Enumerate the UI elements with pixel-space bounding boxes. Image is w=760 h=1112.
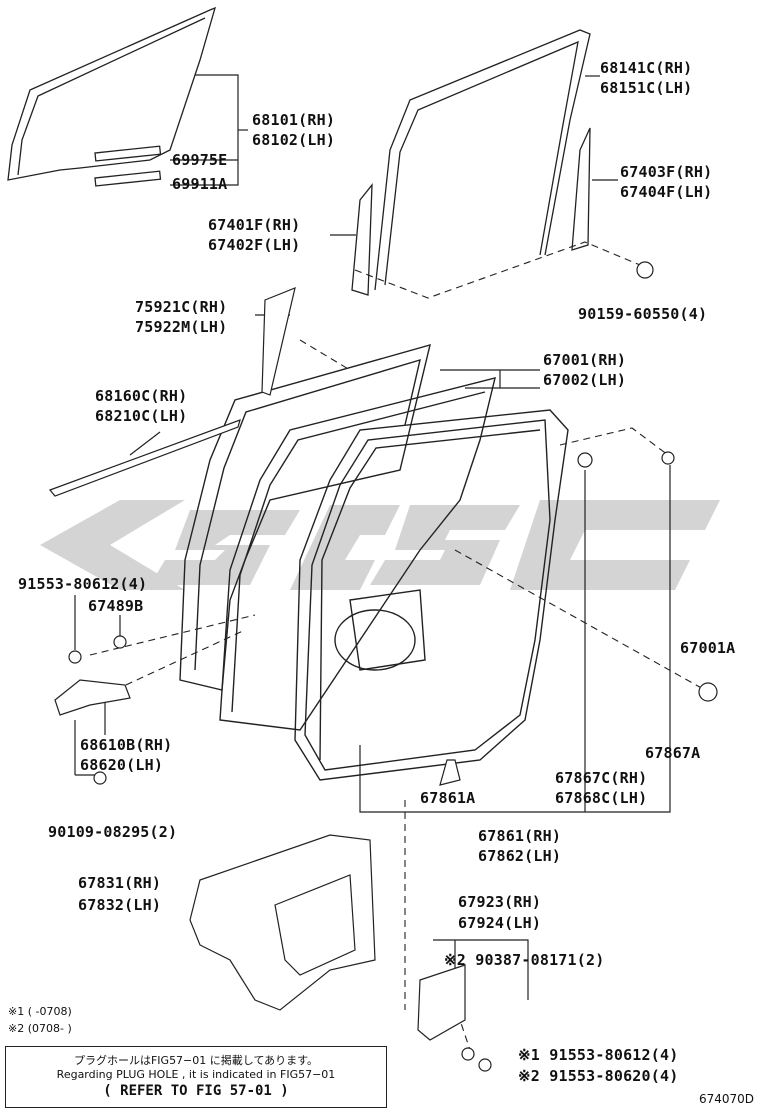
label-67401f: 67401F(RH) (208, 216, 301, 234)
label-67868c: 67868C(LH) (555, 789, 648, 807)
label-67832: 67832(LH) (78, 896, 162, 914)
label-68610b: 68610B(RH) (80, 736, 173, 754)
plug-hole-notice: プラグホールはFIG57−01 に掲載してあります。 Regarding PLU… (5, 1046, 387, 1108)
label-68102: 68102(LH) (252, 131, 336, 149)
small-parts (48, 261, 718, 1072)
label-90159: 90159-60550(4) (578, 305, 708, 323)
label-67923: 67923(RH) (458, 893, 542, 911)
label-75921c: 75921C(RH) (135, 298, 228, 316)
refer-to-fig: ( REFER TO FIG 57-01 ) (103, 1083, 289, 1099)
label-91553-80612-bottom: ※1 91553-80612(4) (518, 1046, 679, 1064)
label-68101: 68101(RH) (252, 111, 336, 129)
label-75922m: 75922M(LH) (135, 318, 228, 336)
label-90387: ※2 90387-08171(2) (444, 951, 605, 969)
label-68210c: 68210C(LH) (95, 407, 188, 425)
label-68160c: 68160C(RH) (95, 387, 188, 405)
label-67001: 67001(RH) (543, 351, 627, 369)
label-68141c: 68141C(RH) (600, 59, 693, 77)
plug-hole-en: Regarding PLUG HOLE , it is indicated in… (56, 1068, 336, 1081)
note-range-2: ※2 (0708- ) (8, 1022, 72, 1035)
door-frames (179, 344, 569, 781)
label-68620: 68620(LH) (80, 756, 164, 774)
label-90109: 90109-08295(2) (48, 823, 178, 841)
plug-hole-jp: プラグホールはFIG57−01 に掲載してあります。 (73, 1054, 319, 1067)
label-91553-80612: 91553-80612(4) (18, 575, 148, 593)
label-67404f: 67404F(LH) (620, 183, 713, 201)
label-67402f: 67402F(LH) (208, 236, 301, 254)
front-door-glass (7, 6, 216, 187)
label-67867c: 67867C(RH) (555, 769, 648, 787)
label-67861: 67861(RH) (478, 827, 562, 845)
label-91553-80620-bottom: ※2 91553-80620(4) (518, 1067, 679, 1085)
figure-id: 674070D (698, 1092, 754, 1106)
label-69911a: 69911A (172, 175, 228, 193)
note-range-1: ※1 ( -0708) (8, 1005, 72, 1018)
label-67862: 67862(LH) (478, 847, 562, 865)
label-67489b: 67489B (88, 597, 144, 615)
label-67001a: 67001A (680, 639, 736, 657)
label-67002: 67002(LH) (543, 371, 627, 389)
label-67831: 67831(RH) (78, 874, 162, 892)
watermark (40, 500, 720, 590)
label-69975e: 69975E (172, 151, 228, 169)
label-67861a: 67861A (420, 789, 476, 807)
label-68151c: 68151C(LH) (600, 79, 693, 97)
label-67403f: 67403F(RH) (620, 163, 713, 181)
glass-run (351, 29, 591, 296)
label-67867a: 67867A (645, 744, 701, 762)
dashed-leaders (89, 241, 706, 1051)
label-67924: 67924(LH) (458, 914, 542, 932)
